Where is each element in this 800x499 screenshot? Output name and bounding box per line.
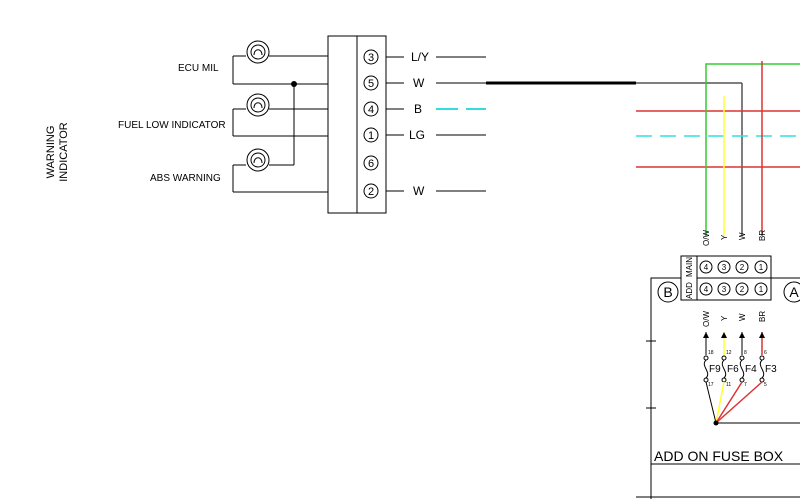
lamp-label-abs-warning: ABS WARNING: [150, 173, 221, 184]
fuse-terminal: 7: [744, 382, 747, 388]
fuse-pin-number: 2: [740, 263, 745, 272]
pin-number: 3: [368, 52, 374, 64]
wire-label: W: [413, 76, 425, 90]
fuse-label: F4: [745, 364, 757, 375]
fuse-terminal: 6: [764, 350, 767, 356]
connector-pin-row: 1 LG: [363, 127, 486, 143]
fuse-pin-number: 1: [759, 263, 764, 272]
connector-a-letter: A: [789, 284, 799, 300]
fuse-terminal: 17: [708, 382, 714, 388]
fuse-box-outline: [650, 277, 681, 499]
common-junction: [713, 420, 719, 426]
side-title-line-2: INDICATOR: [58, 122, 70, 182]
wire-label: B: [414, 102, 422, 116]
row-label-add: ADD: [685, 282, 694, 299]
pin-number: 4: [368, 104, 374, 116]
bulb-icon: [246, 93, 270, 117]
ow-wire: [705, 63, 800, 236]
fuse-pin-number: 4: [704, 285, 709, 294]
fuse-pin-number: 1: [759, 285, 764, 294]
lamp-label-fuel-low: FUEL LOW INDICATOR: [118, 120, 226, 131]
connector-pin-row: 3 L/Y: [363, 49, 486, 65]
connector-b-letter: B: [663, 284, 672, 300]
fuse-box-title: ADD ON FUSE BOX: [654, 448, 784, 464]
connector-b-badge: [657, 281, 679, 303]
wire-color-label: W: [738, 313, 747, 321]
fuse-terminal: 12: [726, 350, 732, 356]
wire-color-label: W: [738, 232, 747, 240]
fuse-pin-number: 3: [722, 263, 727, 272]
lamp-circuits: [232, 55, 328, 193]
wire-color-label: Y: [720, 315, 729, 321]
side-title: WARNING INDICATOR: [45, 122, 70, 182]
connector-pin-row: 2 W: [363, 183, 486, 199]
row-label-main: MAIN: [685, 257, 694, 277]
connector-a-badge: [783, 281, 800, 303]
fuse-terminal: 18: [708, 350, 714, 356]
fuse-label: F6: [727, 364, 739, 375]
lamp-label-ecu-mil: ECU MIL: [178, 63, 219, 74]
wire-color-label: Y: [720, 234, 729, 240]
fuse-terminal: 11: [726, 382, 731, 388]
wire-color-label: BR: [758, 311, 767, 322]
wire-color-label: O/W: [702, 311, 711, 327]
bulb-icon: [246, 40, 270, 64]
wire-label: L/Y: [411, 50, 429, 64]
junction-dot: [291, 81, 297, 87]
pin-number: 5: [368, 78, 374, 90]
pin-number: 2: [368, 186, 374, 198]
fuse-label: F9: [709, 364, 721, 375]
fuse-label: F3: [765, 364, 777, 375]
wire-color-label: BR: [758, 230, 767, 241]
pin-number: 1: [368, 130, 374, 142]
fuse-terminal: 8: [744, 350, 747, 356]
connector-pin-row: 6: [363, 155, 379, 171]
fuse-pin-number: 4: [704, 263, 709, 272]
fuse-symbol: 6 5 F3: [759, 350, 777, 388]
fuse-pin-number: 3: [722, 285, 727, 294]
fuse-pin-number: 2: [740, 285, 745, 294]
fuse-terminal: 5: [764, 382, 767, 388]
fuse-box-connector: MAIN ADD 4 3 2 1 4 3 2 1: [680, 255, 772, 301]
wire-label: LG: [409, 128, 425, 142]
wire-label: W: [413, 184, 425, 198]
pin-number: 6: [368, 158, 374, 170]
connector-pin-row: 5 W: [363, 75, 486, 91]
side-title-line-1: WARNING: [45, 126, 57, 179]
fuse-symbol: 8 7 F4: [739, 350, 757, 388]
fuse-symbol: 18 17 F9: [703, 350, 721, 388]
connector-pin-row: 4 B: [363, 101, 486, 117]
bulb-icon: [246, 148, 270, 172]
wire-color-label: O/W: [702, 230, 711, 246]
